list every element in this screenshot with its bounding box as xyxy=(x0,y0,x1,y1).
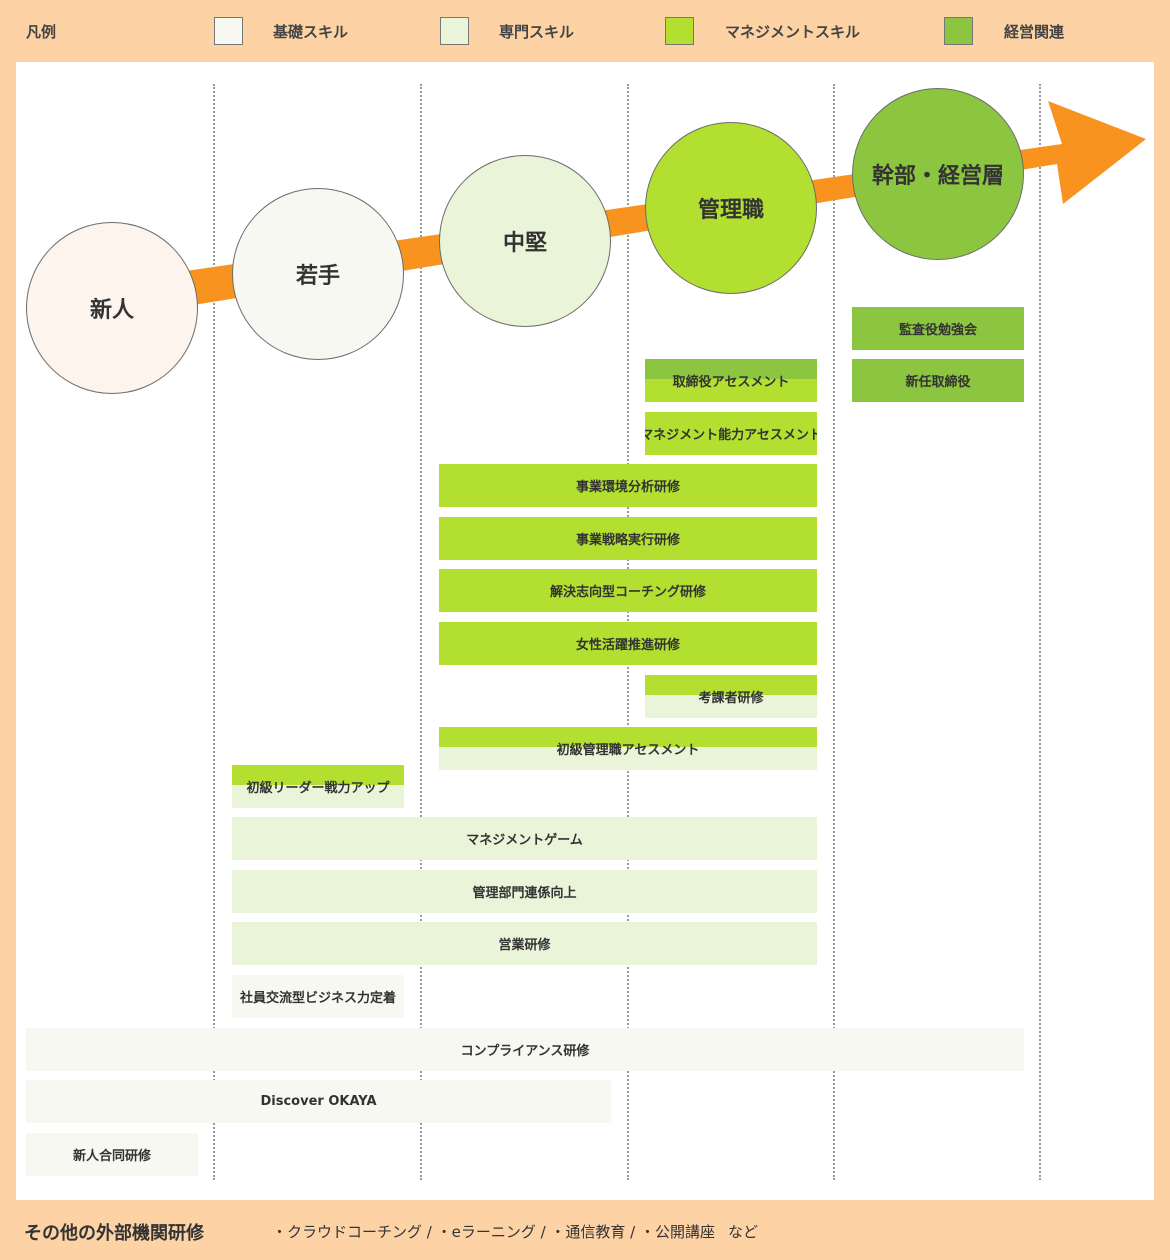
legend-label-specialized: 専門スキル xyxy=(499,23,575,41)
column-divider xyxy=(1039,84,1041,1180)
stage-junior: 若手 xyxy=(232,188,404,360)
footer-etc: など xyxy=(728,1223,759,1241)
program-junior-leader: 初級リーダー戦力アップ xyxy=(232,765,404,808)
program-discover: Discover OKAYA xyxy=(26,1080,611,1123)
program-new-director-label: 新任取締役 xyxy=(905,375,971,390)
program-strategy-exec-label: 事業戦略実行研修 xyxy=(575,533,680,548)
legend-label-management: マネジメントスキル xyxy=(725,23,861,41)
stage-junior-label: 若手 xyxy=(295,264,340,289)
program-mgmt-game: マネジメントゲーム xyxy=(232,817,817,860)
stage-midlevel-label: 中堅 xyxy=(502,231,547,256)
stage-manager: 管理職 xyxy=(645,122,817,294)
program-discover-label: Discover OKAYA xyxy=(260,1094,377,1109)
footer-title: その他の外部機関研修 xyxy=(24,1223,204,1244)
program-junior-leader-label: 初級リーダー戦力アップ xyxy=(246,781,390,796)
executive-band xyxy=(645,359,817,379)
program-junior-mgr-assessment: 初級管理職アセスメント xyxy=(439,727,817,770)
stage-newcomer: 新人 xyxy=(26,222,198,394)
legend-swatch-basic xyxy=(214,17,243,45)
program-director-assessment-label: 取締役アセスメント xyxy=(672,375,790,390)
column-divider xyxy=(833,84,835,1180)
legend-swatch-executive xyxy=(944,17,973,45)
legend-title: 凡例 xyxy=(26,23,57,41)
column-divider xyxy=(420,84,422,1180)
management-band xyxy=(439,727,817,747)
program-coaching-label: 解決志向型コーチング研修 xyxy=(549,585,706,600)
program-audit: 監査役勉強会 xyxy=(852,307,1024,350)
program-mgmt-ability-assessment: マネジメント能力アセスメント xyxy=(645,412,817,455)
program-newcomer-joint: 新人合同研修 xyxy=(26,1133,198,1176)
program-admin-collab: 管理部門連係向上 xyxy=(232,870,817,913)
program-mgmt-game-label: マネジメントゲーム xyxy=(466,833,583,848)
legend-label-basic: 基礎スキル xyxy=(273,23,349,41)
program-evaluator-label: 考課者研修 xyxy=(698,691,764,706)
program-compliance: コンプライアンス研修 xyxy=(26,1028,1024,1071)
program-business-env-label: 事業環境分析研修 xyxy=(575,480,680,495)
legend-swatch-specialized xyxy=(440,17,469,45)
management-band xyxy=(232,765,404,785)
footer-external-items: ・クラウドコーチング / ・eラーニング / ・通信教育 / ・公開講座 xyxy=(272,1223,716,1241)
program-coaching: 解決志向型コーチング研修 xyxy=(439,569,817,612)
program-exchange: 社員交流型ビジネス力定着 xyxy=(232,975,404,1018)
program-mgmt-ability-assessment-label: マネジメント能力アセスメント xyxy=(645,428,817,443)
stage-midlevel: 中堅 xyxy=(439,155,611,327)
stage-executive: 幹部・経営層 xyxy=(852,88,1024,260)
program-admin-collab-label: 管理部門連係向上 xyxy=(472,886,577,901)
column-divider xyxy=(213,84,215,1180)
program-strategy-exec: 事業戦略実行研修 xyxy=(439,517,817,560)
program-business-env: 事業環境分析研修 xyxy=(439,464,817,507)
program-junior-mgr-assessment-label: 初級管理職アセスメント xyxy=(556,743,700,758)
program-compliance-label: コンプライアンス研修 xyxy=(460,1044,590,1059)
program-sales: 営業研修 xyxy=(232,922,817,965)
program-audit-label: 監査役勉強会 xyxy=(898,323,977,338)
program-evaluator: 考課者研修 xyxy=(645,675,817,718)
program-newcomer-joint-label: 新人合同研修 xyxy=(72,1149,151,1164)
stage-newcomer-label: 新人 xyxy=(89,298,134,323)
program-sales-label: 営業研修 xyxy=(498,938,551,953)
legend-swatch-management xyxy=(665,17,694,45)
legend-label-executive: 経営関連 xyxy=(1004,23,1065,41)
stage-executive-label: 幹部・経営層 xyxy=(871,164,1004,189)
stage-manager-label: 管理職 xyxy=(697,198,764,223)
program-new-director: 新任取締役 xyxy=(852,359,1024,402)
program-women-label: 女性活躍推進研修 xyxy=(575,638,680,653)
management-band xyxy=(645,675,817,695)
program-director-assessment: 取締役アセスメント xyxy=(645,359,817,402)
program-women: 女性活躍推進研修 xyxy=(439,622,817,665)
program-exchange-label: 社員交流型ビジネス力定着 xyxy=(239,991,396,1006)
